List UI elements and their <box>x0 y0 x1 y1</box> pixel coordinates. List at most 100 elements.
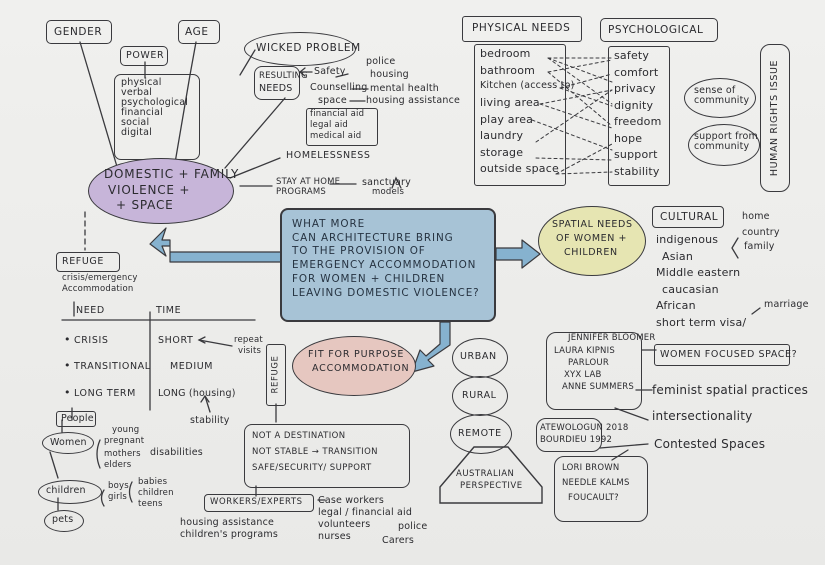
aid-box <box>306 108 378 146</box>
age-group: babies <box>138 477 168 487</box>
sanctuary-line: sanctuary <box>362 177 411 188</box>
psychological-need: hope <box>614 131 643 145</box>
spatial-needs-line: CHILDREN <box>564 246 618 258</box>
atewologun-label: ATEWOLOGUN 2018 BOURDIEU 1992 <box>540 424 628 445</box>
power-type: financial <box>121 106 163 118</box>
psychological-need: stability <box>614 164 660 178</box>
worker-type: legal / financial aid <box>318 506 413 518</box>
psychological-title-box <box>600 18 718 42</box>
age-label: AGE <box>185 26 209 38</box>
physical-need: storage <box>480 145 524 159</box>
reference-name: PARLOUR <box>568 357 609 368</box>
theorist: LORI BROWN <box>562 463 620 473</box>
need-housing: housing <box>370 69 409 80</box>
psychological-need: dignity <box>614 98 654 112</box>
support-community-label: support from community <box>694 132 758 152</box>
need-transitional: TRANSITIONAL <box>74 361 151 372</box>
women-focused-box <box>654 344 790 366</box>
refuge-points-box <box>244 424 410 488</box>
children-type: girls <box>108 491 128 502</box>
aid-item: legal aid <box>310 119 349 130</box>
psychological-need: safety <box>614 49 650 62</box>
power-type: digital <box>121 126 152 138</box>
resulting-needs-box <box>254 66 300 100</box>
refuge-vertical-label: REFUGE <box>270 355 281 394</box>
worker-service: children's programs <box>180 528 278 540</box>
worker-police: police <box>398 521 428 532</box>
psychological-need: support <box>614 148 658 162</box>
sense-of-community-label: sense of community <box>694 86 749 106</box>
community-line: community <box>694 140 750 152</box>
australian-perspective-label: AUSTRALIAN PERSPECTIVE <box>456 470 523 491</box>
central-question-line: CAN ARCHITECTURE BRING <box>292 231 454 244</box>
need-column-header: NEED <box>76 305 105 316</box>
refuge-point: SAFE/SECURITY/ SUPPORT <box>252 462 372 473</box>
feminist-practices-label: feminist spatial practices <box>652 383 809 397</box>
domestic-family-violence-blob <box>88 158 234 224</box>
refuge-title: REFUGE <box>62 256 104 267</box>
time-short: SHORT <box>158 335 194 346</box>
psychological-need: comfort <box>614 65 659 79</box>
theorists-list: LORI BROWN NEEDLE KALMS FOUCAULT? <box>562 464 630 503</box>
workers-title: WORKERS/EXPERTS <box>210 497 303 507</box>
aid-item: medical aid <box>310 130 362 141</box>
theorists-box <box>554 456 648 522</box>
references-box <box>546 332 642 410</box>
cultural-item: Middle eastern <box>656 266 741 280</box>
physical-need: bedroom <box>480 47 531 60</box>
dfv-line: VIOLENCE + <box>108 182 191 197</box>
power-box <box>120 46 168 66</box>
spatial-needs-line: OF WOMEN + <box>556 232 628 244</box>
theorist: FOUCAULT? <box>568 492 619 503</box>
cultural-item: short term visa/ <box>656 315 747 329</box>
physical-needs-title: PHYSICAL NEEDS <box>472 22 571 34</box>
human-rights-label: HUMAN RIGHTS ISSUE <box>769 59 781 177</box>
cultural-item: African <box>656 299 696 313</box>
physical-need: bathroom <box>480 63 536 77</box>
bullet-icon: • <box>64 386 71 399</box>
refuge-subtitle-line: crisis/emergency <box>62 273 138 283</box>
physical-need: laundry <box>480 129 524 143</box>
cultural-country: country <box>742 227 780 238</box>
need-housing-assistance: housing assistance <box>366 95 461 106</box>
children-label: children <box>46 485 86 496</box>
bullet-icon: • <box>64 359 71 372</box>
atewologun-line: ATEWOLOGUN 2018 <box>540 423 629 433</box>
power-type: verbal <box>121 86 153 98</box>
workers-title-box <box>204 494 314 512</box>
worker-service: housing assistance <box>180 517 275 528</box>
dfv-label: DOMESTIC + FAMILY VIOLENCE + + SPACE <box>104 168 239 212</box>
power-type: physical <box>121 77 162 88</box>
intersectionality-label: intersectionality <box>652 409 753 423</box>
sense-of-community-oval <box>684 78 756 118</box>
community-line: support from <box>694 131 759 142</box>
cultural-marriage: marriage <box>764 299 809 310</box>
age-box <box>178 20 220 44</box>
psychological-title: PSYCHOLOGICAL <box>608 24 704 36</box>
central-question-box: WHAT MORE CAN ARCHITECTURE BRING TO THE … <box>280 208 496 322</box>
women-label: Women <box>50 437 87 448</box>
cultural-item: Asian <box>662 249 694 263</box>
women-focused-label: WOMEN FOCUSED SPACE? <box>660 349 798 360</box>
spatial-needs-label: SPATIAL NEEDS OF WOMEN + CHILDREN <box>552 220 633 258</box>
worker-type: Case workers <box>318 495 385 506</box>
women-types: young pregnant mothers elders <box>104 426 144 470</box>
dfv-line: + SPACE <box>116 198 174 213</box>
power-type: psychological <box>121 96 189 108</box>
refuge-vertical-box <box>266 344 286 406</box>
contested-spaces-label: Contested Spaces <box>654 437 766 451</box>
aid-list: financial aid legal aid medical aid <box>310 110 364 141</box>
need-long-term: LONG TERM <box>74 388 136 399</box>
people-title: People <box>61 413 94 424</box>
gender-label: GENDER <box>54 26 103 38</box>
psychological-need: freedom <box>614 115 662 129</box>
children-oval <box>38 480 102 504</box>
reference-name: JENNIFER BLOOMER <box>568 333 656 343</box>
age-group: teens <box>138 498 163 509</box>
need-police: police <box>366 56 396 67</box>
cultural-family: family <box>744 241 775 252</box>
worker-carers: Carers <box>382 535 415 546</box>
sanctuary-label: sanctuary models <box>362 178 411 197</box>
refuge-point: NOT STABLE → TRANSITION <box>252 446 378 457</box>
